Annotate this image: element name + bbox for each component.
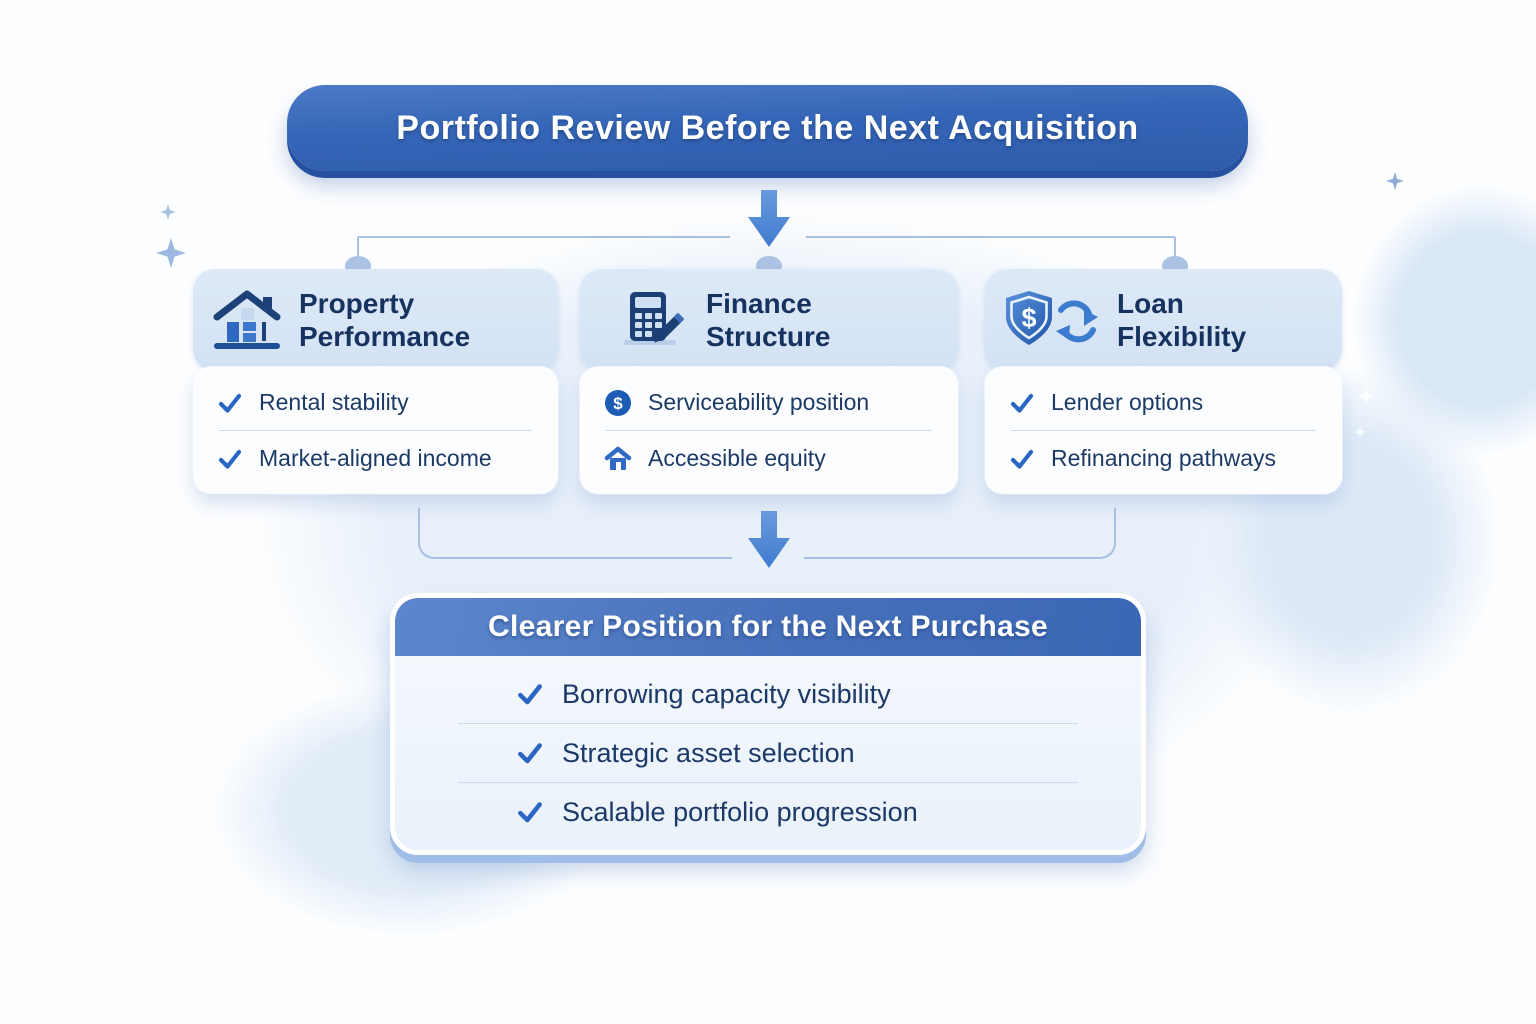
house-small-icon	[604, 446, 632, 470]
result-box-header: Clearer Position for the Next Purchase	[395, 598, 1141, 656]
list-item-label: Borrowing capacity visibility	[562, 678, 891, 709]
result-box-body: Borrowing capacity visibility Strategic …	[395, 656, 1141, 850]
list-item-label: Serviceability position	[648, 389, 870, 415]
card-title: Property Performance	[299, 287, 470, 353]
card-header: Property Performance	[193, 269, 558, 371]
connector-line	[806, 236, 1175, 238]
card-header: Finance Structure	[580, 269, 958, 371]
list-item-label: Refinancing pathways	[1051, 445, 1277, 471]
check-icon	[1010, 393, 1034, 413]
result-box: Clearer Position for the Next Purchase B…	[390, 593, 1146, 855]
list-item-label: Market-aligned income	[259, 445, 492, 471]
list-item-label: Rental stability	[259, 389, 409, 415]
card-body: Lender options Refinancing pathways	[985, 367, 1342, 494]
list-item: Refinancing pathways	[1009, 431, 1318, 486]
card-title-line2: Flexibility	[1117, 321, 1247, 352]
list-item-label: Scalable portfolio progression	[562, 796, 918, 827]
card-title: Loan Flexibility	[1117, 287, 1246, 353]
dollar-circle-icon: $	[605, 389, 631, 416]
card-title-line2: Performance	[299, 321, 471, 352]
connector-line	[358, 236, 730, 238]
title-banner: Portfolio Review Before the Next Acquisi…	[287, 85, 1248, 171]
sparkle-icon	[156, 238, 186, 268]
background-blob	[1320, 150, 1536, 490]
sparkle-icon	[160, 204, 176, 220]
list-item-label: Lender options	[1051, 389, 1204, 415]
list-item-label: Strategic asset selection	[562, 737, 855, 768]
list-item: Accessible equity	[604, 431, 934, 486]
sparkle-icon	[1386, 172, 1404, 190]
svg-text:$: $	[1021, 303, 1036, 333]
list-item: Scalable portfolio progression	[458, 783, 1078, 841]
card-title-line1: Property	[299, 287, 415, 319]
check-icon	[518, 802, 542, 823]
list-item: Rental stability	[217, 375, 534, 430]
list-item: Market-aligned income	[217, 431, 534, 486]
page-title: Portfolio Review Before the Next Acquisi…	[396, 108, 1139, 147]
connector-line	[418, 508, 732, 559]
card-header: $ Loan Flexibility	[985, 269, 1342, 371]
check-icon	[218, 393, 242, 413]
card-property-performance: Property Performance Rental stability Ma…	[193, 269, 558, 502]
card-title-line1: Finance	[706, 287, 812, 319]
card-title-line2: Structure	[706, 321, 831, 352]
list-item: $ Serviceability position	[604, 375, 934, 430]
house-icon	[213, 290, 281, 349]
sparkle-icon	[1354, 426, 1366, 438]
card-finance-structure: Finance Structure $ Serviceability posit…	[580, 269, 958, 502]
shield-dollar-refresh-icon: $	[1006, 291, 1098, 345]
card-title-line1: Loan	[1117, 287, 1184, 319]
down-arrow-icon	[748, 511, 790, 568]
result-items: Borrowing capacity visibility Strategic …	[458, 665, 1078, 841]
check-icon	[1010, 449, 1034, 469]
card-body: $ Serviceability position Accessible equ…	[580, 367, 958, 494]
connector-line	[804, 508, 1116, 559]
card-body: Rental stability Market-aligned income	[193, 367, 558, 494]
check-icon	[218, 449, 242, 469]
sparkle-icon	[1358, 388, 1374, 404]
check-icon	[518, 684, 542, 705]
list-item: Strategic asset selection	[458, 724, 1078, 782]
card-loan-flexibility: $ Loan Flexibility Lender options	[985, 269, 1342, 502]
result-box-title: Clearer Position for the Next Purchase	[488, 610, 1048, 643]
down-arrow-icon	[748, 190, 790, 247]
calculator-pencil-icon	[624, 292, 684, 345]
card-title: Finance Structure	[706, 287, 830, 353]
list-item: Lender options	[1009, 375, 1318, 430]
list-item: Borrowing capacity visibility	[458, 665, 1078, 723]
svg-text:$: $	[613, 394, 623, 413]
check-icon	[518, 743, 542, 764]
list-item-label: Accessible equity	[648, 445, 826, 471]
